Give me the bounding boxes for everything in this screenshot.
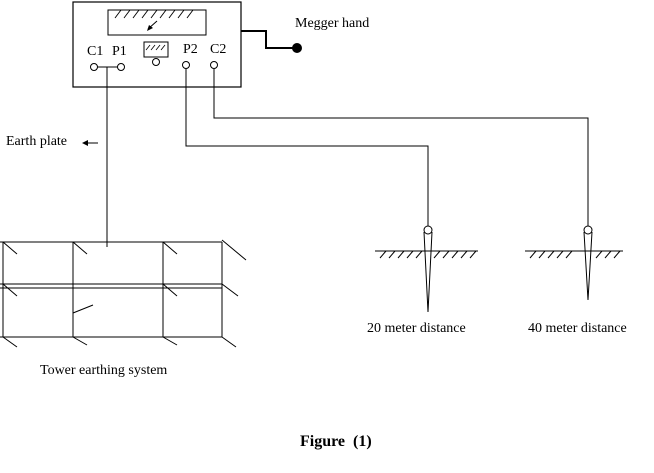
megger-hand-label: Megger hand <box>295 16 370 31</box>
terminal-p2 <box>182 61 190 69</box>
spike-20m-label: 20 meter distance <box>367 321 466 336</box>
figure-caption: Figure (1) <box>300 433 372 450</box>
terminal-label-p1: P1 <box>112 44 127 59</box>
terminal-label-c2: C2 <box>210 42 227 57</box>
terminal-c2 <box>210 61 218 69</box>
terminal-c1 <box>90 63 98 71</box>
terminal-p1 <box>117 63 125 71</box>
megger-box <box>72 1 242 88</box>
tower-earthing-label: Tower earthing system <box>40 363 168 378</box>
spike-20m <box>375 225 478 313</box>
megger-switch <box>143 41 169 66</box>
earth-plate-label: Earth plate <box>6 134 68 149</box>
earth-plate-arrow <box>82 140 98 146</box>
spike-40m-label: 40 meter distance <box>528 321 627 336</box>
wire-c2-to-spike-40m <box>213 69 589 226</box>
spike-40m <box>525 225 623 301</box>
megger-display <box>107 9 207 36</box>
terminal-label-p2: P2 <box>183 42 198 57</box>
megger-hand-crank <box>241 30 302 53</box>
wire-p2-to-spike-20m <box>185 69 429 226</box>
terminal-label-c1: C1 <box>87 44 104 59</box>
tower-earthing-grid <box>0 239 247 348</box>
